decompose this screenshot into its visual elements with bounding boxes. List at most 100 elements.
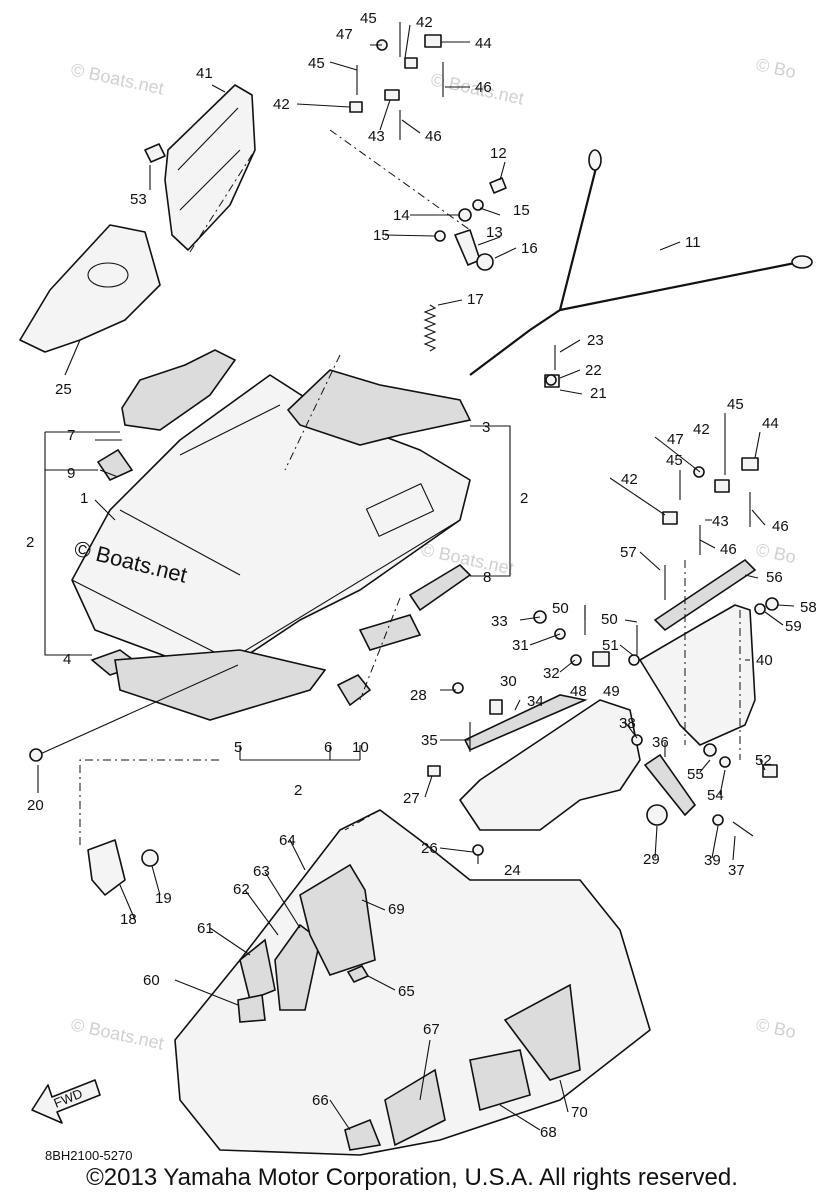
callout-46a: 46 xyxy=(475,79,492,96)
callout-57: 57 xyxy=(620,544,637,561)
part-66-pad xyxy=(344,1118,382,1151)
part-40-cover xyxy=(639,604,756,746)
part-19-grommet xyxy=(141,849,159,867)
callout-47b: 47 xyxy=(667,431,684,448)
watermark-3: © Bo xyxy=(754,54,798,82)
watermark-5: © Bo xyxy=(754,539,798,567)
callout-29: 29 xyxy=(643,851,660,868)
callout-46b: 46 xyxy=(425,128,442,145)
callout-65: 65 xyxy=(398,983,415,1000)
watermark-1: © Boats.net xyxy=(69,59,165,98)
callout-12: 12 xyxy=(490,145,507,162)
callout-33: 33 xyxy=(491,613,508,630)
part-16-bush xyxy=(476,253,494,271)
part-8-pad xyxy=(408,563,472,612)
callout-59: 59 xyxy=(785,618,802,635)
part-29-cap xyxy=(646,804,668,826)
callout-43a: 43 xyxy=(368,128,385,145)
callout-34: 34 xyxy=(527,693,544,710)
callout-49: 49 xyxy=(603,683,620,700)
callout-54: 54 xyxy=(707,787,724,804)
callout-66: 66 xyxy=(312,1092,329,1109)
callout-50a: 50 xyxy=(552,600,569,617)
callout-2a: 2 xyxy=(26,534,34,551)
callout-48: 48 xyxy=(570,683,587,700)
callout-55: 55 xyxy=(687,766,704,783)
callout-35: 35 xyxy=(421,732,438,749)
callout-32: 32 xyxy=(543,665,560,682)
part-25-panel xyxy=(19,224,161,353)
part-60-pad xyxy=(237,994,266,1023)
callout-15b: 15 xyxy=(373,227,390,244)
part-drawings: FWD xyxy=(19,22,813,1156)
part-56-strip xyxy=(653,558,757,632)
callout-22: 22 xyxy=(585,362,602,379)
callout-44b: 44 xyxy=(762,415,779,432)
part-69-pad xyxy=(299,863,376,976)
callout-45c: 45 xyxy=(727,396,744,413)
callout-37: 37 xyxy=(728,862,745,879)
part-34-strip xyxy=(463,694,588,752)
callout-58: 58 xyxy=(800,599,817,616)
callout-42d: 42 xyxy=(621,471,638,488)
callout-42b: 42 xyxy=(273,96,290,113)
callout-8: 8 xyxy=(483,569,491,586)
part-68-pad xyxy=(469,1049,531,1112)
watermark-6: © Boats.net xyxy=(69,1014,165,1053)
callout-62: 62 xyxy=(233,881,250,898)
callout-6: 6 xyxy=(324,739,332,756)
callout-38: 38 xyxy=(619,715,636,732)
callout-56: 56 xyxy=(766,569,783,586)
callout-50b: 50 xyxy=(601,611,618,628)
callout-46d: 46 xyxy=(720,541,737,558)
callout-44a: 44 xyxy=(475,35,492,52)
part-70-pad xyxy=(503,983,581,1081)
callout-18: 18 xyxy=(120,911,137,928)
diagram-code: 8BH2100-5270 xyxy=(45,1148,132,1163)
callout-10: 10 xyxy=(352,739,369,756)
callout-69: 69 xyxy=(388,901,405,918)
callout-14: 14 xyxy=(393,207,410,224)
callout-20: 20 xyxy=(27,797,44,814)
part-7-pad xyxy=(121,349,237,431)
callout-42c: 42 xyxy=(693,421,710,438)
copyright-notice: ©2013 Yamaha Motor Corporation, U.S.A. A… xyxy=(86,1164,738,1191)
part-61-pad xyxy=(239,938,276,1002)
callout-45a: 45 xyxy=(360,10,377,27)
callout-53: 53 xyxy=(130,191,147,208)
callout-39: 39 xyxy=(704,852,721,869)
callout-45b: 45 xyxy=(308,55,325,72)
callout-13: 13 xyxy=(486,224,503,241)
callout-51: 51 xyxy=(602,637,619,654)
part-41-housing xyxy=(164,84,256,251)
callout-labels: 1 2 2 2 3 4 5 6 7 8 9 10 11 12 13 14 15 … xyxy=(26,10,817,1141)
leader-lines xyxy=(37,24,795,1131)
part-53-clip xyxy=(144,143,166,163)
callout-43b: 43 xyxy=(712,513,729,530)
callout-26: 26 xyxy=(421,840,438,857)
part-17-spring xyxy=(423,304,437,352)
callout-61: 61 xyxy=(197,920,214,937)
callout-16: 16 xyxy=(521,240,538,257)
callout-28: 28 xyxy=(410,687,427,704)
callout-7: 7 xyxy=(67,427,75,444)
callout-4: 4 xyxy=(63,651,71,668)
callout-60: 60 xyxy=(143,972,160,989)
callout-40: 40 xyxy=(756,652,773,669)
callout-25: 25 xyxy=(55,381,72,398)
callout-15a: 15 xyxy=(513,202,530,219)
part-12-bolt xyxy=(489,177,507,194)
part-62-pad xyxy=(274,923,321,1011)
callout-2b: 2 xyxy=(520,490,528,507)
callout-3: 3 xyxy=(482,419,490,436)
callout-67: 67 xyxy=(423,1021,440,1038)
part-11-cable xyxy=(469,159,801,376)
callout-17: 17 xyxy=(467,291,484,308)
part-10-pad xyxy=(336,673,372,707)
callout-68: 68 xyxy=(540,1124,557,1141)
part-13-link xyxy=(454,229,481,266)
callout-63: 63 xyxy=(253,863,270,880)
callout-64: 64 xyxy=(279,832,296,849)
callout-5: 5 xyxy=(234,739,242,756)
